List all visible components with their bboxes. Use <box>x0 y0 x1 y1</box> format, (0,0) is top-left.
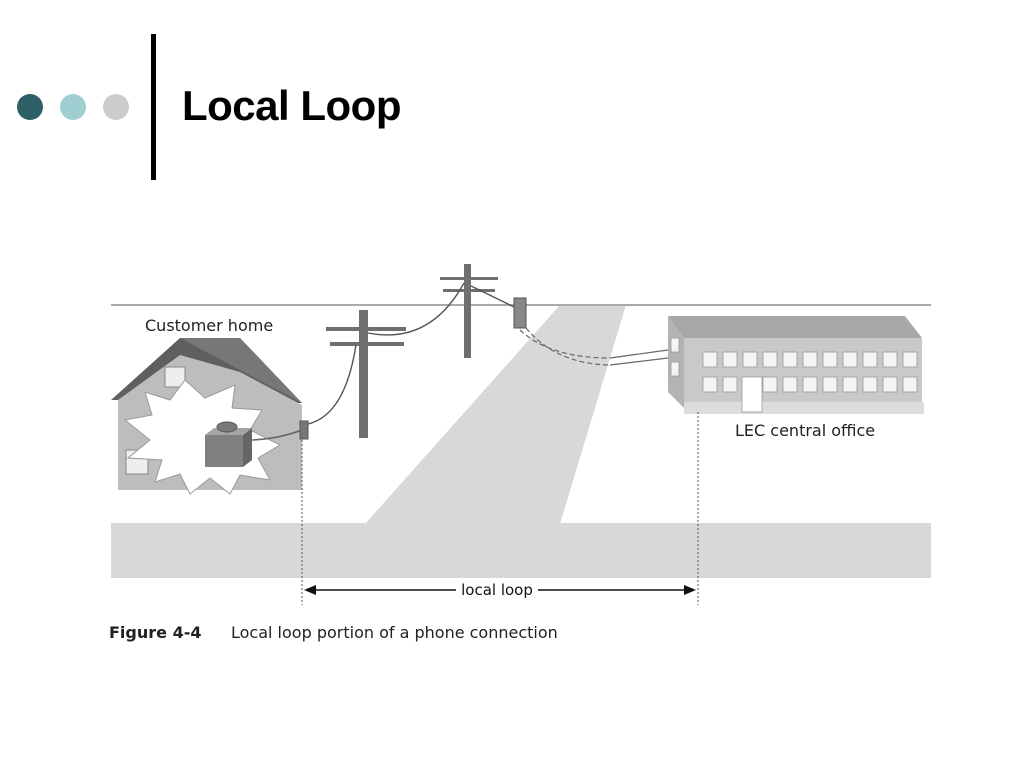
house-window-upper <box>164 366 186 388</box>
wire-pole-to-pole <box>367 282 465 336</box>
building-windows <box>670 337 918 393</box>
figure-caption-number: Figure 4-4 <box>109 623 201 642</box>
phone-table-front <box>205 435 243 467</box>
network-interface-box <box>299 420 309 440</box>
utility-pole-front <box>326 310 406 438</box>
bullet-dot-gray <box>103 94 129 120</box>
pole-crossarm-lower <box>443 289 495 292</box>
underground-cable <box>519 327 611 366</box>
arrowhead-right <box>684 585 696 595</box>
telephone-icon <box>216 421 238 433</box>
pole-crossarm-upper <box>326 327 406 331</box>
central-office-building <box>668 316 924 414</box>
cable-to-office <box>609 349 669 366</box>
building-facade <box>684 338 922 408</box>
street-band <box>111 523 931 578</box>
phone-table-side <box>243 428 252 467</box>
bullet-dot-teal <box>60 94 86 120</box>
customer-home <box>111 338 309 495</box>
arrowhead-left <box>304 585 316 595</box>
building-entrance <box>741 376 763 413</box>
central-office-label: LEC central office <box>735 421 875 440</box>
pole-shaft <box>464 264 471 358</box>
building-base <box>684 402 924 414</box>
road-perspective <box>365 305 626 524</box>
wire-pole-to-box <box>470 285 521 311</box>
pole-crossarm-upper <box>440 277 498 280</box>
pole-shaft <box>359 310 368 438</box>
building-roof <box>668 316 922 338</box>
wire-home-to-pole <box>307 344 357 425</box>
bullet-dot-dark <box>17 94 43 120</box>
indoor-phone-wire <box>247 429 303 441</box>
title-divider <box>151 34 156 180</box>
terminal-box <box>513 297 527 329</box>
local-loop-label: local loop <box>461 581 533 599</box>
local-loop-dimension: local loop <box>301 412 699 605</box>
utility-pole-back <box>440 264 498 358</box>
slide-title: Local Loop <box>182 82 402 129</box>
customer-home-label: Customer home <box>145 316 273 335</box>
house-roof-shade <box>180 338 302 403</box>
ground <box>111 304 931 578</box>
pole-crossarm-lower <box>330 342 404 346</box>
figure-caption-text: Local loop portion of a phone connection <box>231 623 558 642</box>
